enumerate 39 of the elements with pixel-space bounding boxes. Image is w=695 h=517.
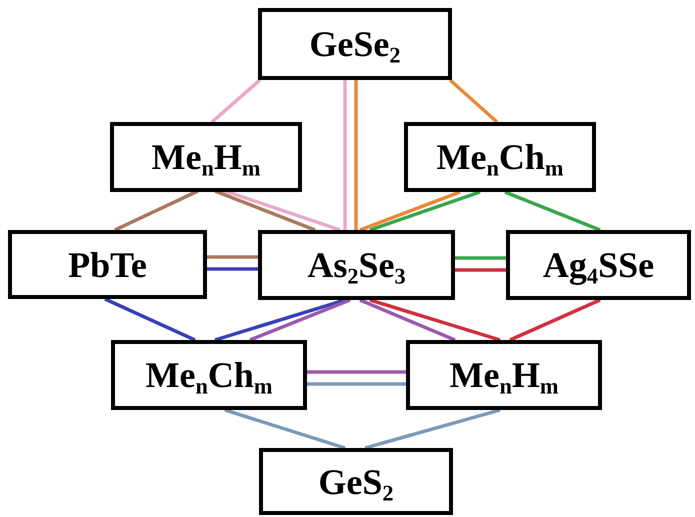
connector-line — [369, 298, 501, 342]
formula-label: Me$_{n}$H$_{m}$ — [450, 357, 558, 393]
connector-line — [455, 268, 506, 272]
formula-box — [110, 122, 302, 192]
formula-label: PbTe — [68, 246, 147, 282]
connector-line — [364, 408, 500, 450]
connector-line — [343, 80, 347, 230]
formula-box — [258, 230, 455, 300]
formula-label: Me$_{n}$Ch$_{m}$ — [436, 139, 564, 175]
formula-label: GeSe$_{2}$ — [309, 26, 401, 62]
connector-line — [359, 298, 456, 342]
formula-label: Me$_{n}$Ch$_{m}$ — [145, 357, 272, 393]
formula-box — [404, 122, 596, 192]
formula-label: GeS$_{2}$ — [318, 464, 394, 500]
connector-line — [455, 256, 506, 260]
formula-box — [111, 340, 307, 410]
connector-line — [104, 297, 196, 342]
connector-line — [307, 370, 406, 374]
connector-line — [448, 78, 498, 124]
connector-line — [504, 190, 601, 232]
connector-line — [359, 190, 461, 232]
connector-line — [249, 298, 351, 342]
connector-line — [210, 78, 262, 124]
formula-box — [506, 230, 691, 300]
formula-label: As$_{2}$Se$_{3}$ — [307, 247, 406, 283]
formula-label: Ag$_{4}$SSe — [542, 247, 654, 283]
formula-box — [406, 340, 602, 410]
formula-box — [8, 230, 207, 299]
connector-line — [207, 255, 258, 259]
connector-line — [207, 267, 258, 271]
connector-line — [307, 382, 406, 386]
formula-box — [258, 8, 452, 80]
connector-line — [214, 298, 346, 342]
connector-line — [354, 80, 358, 230]
connector-line — [224, 408, 346, 450]
formula-box — [259, 448, 453, 515]
formula-label: Me$_{n}$H$_{m}$ — [152, 139, 260, 175]
connector-line — [369, 190, 481, 232]
connector-line — [509, 298, 601, 342]
